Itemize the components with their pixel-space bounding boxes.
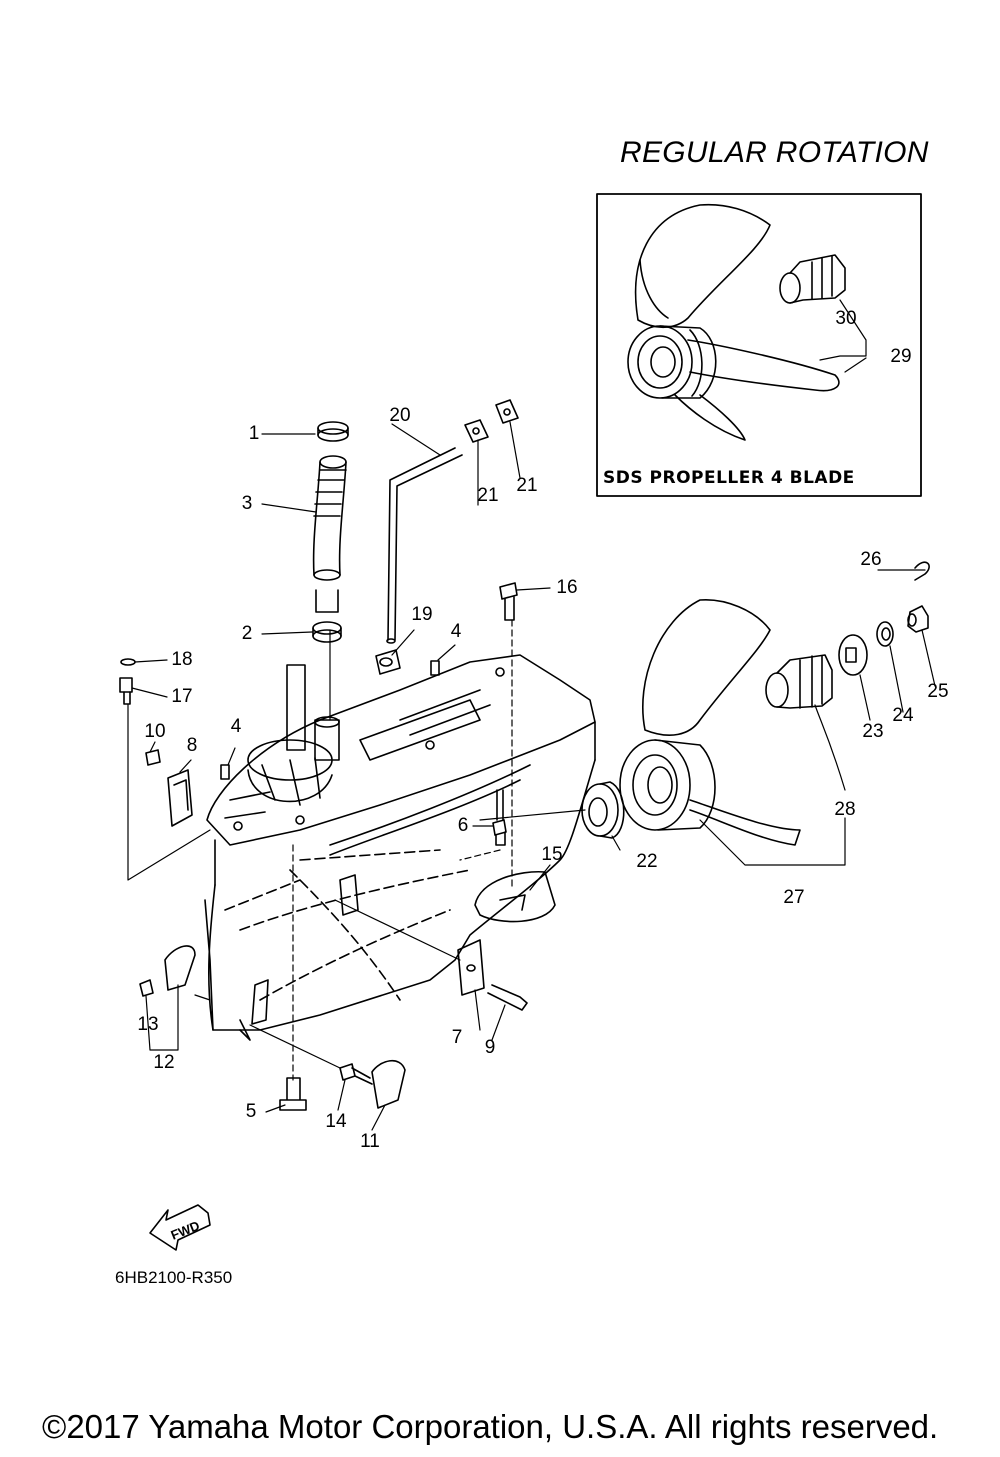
part-number-label: 14 <box>325 1111 347 1132</box>
part-26-cotter-pin <box>914 561 930 581</box>
inset-spacer-30 <box>779 254 846 304</box>
part-number-label: 15 <box>541 844 563 865</box>
part-number-label: 8 <box>186 735 198 756</box>
part-number-label: 17 <box>171 686 193 707</box>
part-3-hose <box>312 455 347 613</box>
part-20-tube <box>386 447 463 644</box>
part-15-anode <box>474 870 556 923</box>
part-number-label: 5 <box>245 1101 257 1122</box>
part-25-nut <box>907 605 929 633</box>
part-7-trim-tab <box>457 939 485 996</box>
part-2-grommet <box>312 621 342 643</box>
part-number-label: 12 <box>153 1052 175 1073</box>
part-19-nipple <box>375 649 401 675</box>
part-8-10-plate <box>145 749 193 827</box>
part-number-label: 16 <box>556 577 578 598</box>
rotation-title: REGULAR ROTATION <box>620 136 929 169</box>
part-23-washer <box>838 634 868 676</box>
part-number-label: 20 <box>389 405 411 426</box>
part-number-label: 28 <box>834 799 856 820</box>
part-number-label: 10 <box>144 721 166 742</box>
part-number-label: 4 <box>450 621 462 642</box>
part-number-label: 26 <box>860 549 882 570</box>
part-28-spacer <box>765 654 833 709</box>
part-27-propeller <box>619 599 801 846</box>
part-number-label: 1 <box>248 423 260 444</box>
part-22-spacer <box>581 781 625 839</box>
part-number-label: 9 <box>484 1037 496 1058</box>
part-21-grommets <box>464 399 519 443</box>
part-16-6-bolts <box>492 582 518 846</box>
part-number-label: 13 <box>137 1014 159 1035</box>
part-number-label: 18 <box>171 649 193 670</box>
part-number-label: 22 <box>636 851 658 872</box>
part-number-label: 2 <box>241 623 253 644</box>
part-number-label: 7 <box>451 1027 463 1048</box>
diagram-code: 6HB2100-R350 <box>115 1268 233 1287</box>
part-4-dowel <box>220 660 440 780</box>
part-9-bolt <box>487 984 528 1011</box>
part-14-11 <box>339 1060 406 1109</box>
part-number-label: 11 <box>360 1131 380 1152</box>
inset-label: SDS PROPELLER 4 BLADE <box>603 468 855 488</box>
copyright-notice: ©2017 Yamaha Motor Corporation, U.S.A. A… <box>42 1408 939 1445</box>
part-number-label: 4 <box>230 716 242 737</box>
part-number-label: 23 <box>862 721 884 742</box>
part-number-label: 19 <box>411 604 433 625</box>
part-number-label: 30 <box>835 308 857 329</box>
part-17-18-bolt <box>119 658 136 705</box>
part-24-washer <box>876 621 894 647</box>
part-number-label: 3 <box>241 493 253 514</box>
part-number-label: 21 <box>516 475 538 496</box>
part-12-13-anode <box>139 945 196 997</box>
part-number-label: 21 <box>477 485 499 506</box>
part-number-label: 6 <box>457 815 469 836</box>
gear-case-drawing <box>204 654 596 1041</box>
inset-box <box>596 193 922 497</box>
part-number-label: 25 <box>927 681 949 702</box>
part-number-label: 27 <box>783 887 805 908</box>
part-1-seal <box>317 421 349 442</box>
inset-propeller-drawing <box>627 203 840 441</box>
part-number-label: 24 <box>892 705 914 726</box>
part-number-label: 29 <box>890 346 912 367</box>
leader-lines <box>127 299 936 1131</box>
fwd-arrow-icon <box>149 1204 211 1251</box>
